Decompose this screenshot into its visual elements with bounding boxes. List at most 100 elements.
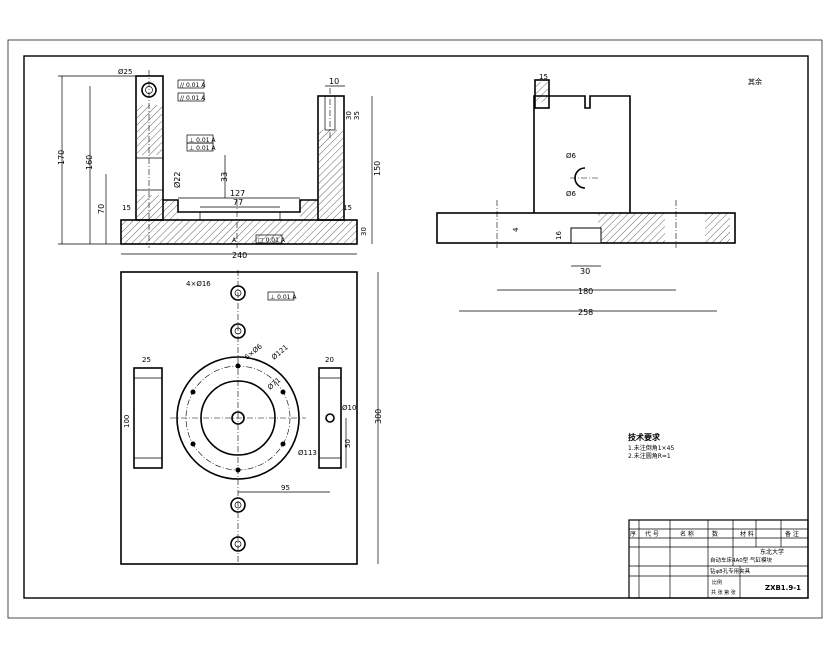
top-dim-holes: 4×Ø16 [186,280,211,288]
dim-top-hole: Ø25 [118,68,132,76]
top-dim-50: 50 [344,439,352,448]
dim-150: 150 [373,161,382,176]
side-slot [570,227,602,244]
plate-outline [120,271,358,565]
top-view: 4×Ø16 ⊥ 0.01 A 6×Ø6 Ø121 Ø71 Ø113 Ø10 25… [120,270,383,566]
hole-2 [230,323,246,339]
slot-insert [199,211,281,221]
hole-4 [230,536,246,552]
side-post [533,95,631,213]
tb-col-2: 代 号 [645,530,659,538]
side-base-hatch-2 [705,213,730,243]
tb-scale: 比例 [712,579,722,586]
tech-title: 技术要求 [628,432,661,442]
tb-col-5: 材 料 [740,530,754,538]
left-pad [133,367,163,469]
dim-33: 33 [220,172,229,182]
left-tower-hatch-1 [137,105,162,155]
top-dim-100: 100 [123,415,131,428]
side-tab-hatch [536,82,548,102]
datum-label: A [232,237,237,244]
pcd-hole-6 [190,389,196,395]
ring-outer [176,356,300,480]
top-dim-outer: Ø113 [298,449,317,457]
dim-30-hole: 30 [345,111,353,120]
tol-text-2: // 0.01 A [180,95,206,102]
left-tower-hatch-2 [137,195,162,219]
pcd-hole-3 [280,441,286,447]
tol-frame-2 [177,92,205,102]
side-dim-30: 30 [580,267,590,276]
slot-hatch-l [163,200,178,220]
tb-sub-name: 钻φ8孔专用夹具 [710,567,751,575]
top-tol-text: ⊥ 0.01 A [270,294,297,301]
top-dim-inner: Ø71 [266,376,282,391]
tech-line-2: 2.未注圆角R=1 [628,452,671,460]
side-view: 其余 15 Ø6 Ø6 4 16 30 180 258 [436,73,762,317]
tb-school: 东北大学 [760,548,784,556]
side-base-hatch [598,213,665,243]
pcd-hole-4 [235,467,241,473]
dim-77: 77 [233,198,243,207]
dim-10: 10 [329,77,339,86]
dim-160: 160 [85,155,94,170]
hole-1 [230,285,246,301]
slot-hatch-r [300,200,318,220]
frame-border [23,55,809,599]
tol-frame-1 [177,79,205,89]
side-dim-180: 180 [578,287,593,296]
ring-inner [200,380,276,456]
pcd-hole-1 [235,363,241,369]
tol-text-4: ⊥ 0.01 A [189,145,216,152]
tol-text-3: ⊥ 0.01 A [189,137,216,144]
tb-col-4: 数 [712,530,718,538]
tol-text-5: □ 0.01 A [258,237,286,244]
top-dim-95: 95 [281,484,290,492]
top-dim-20: 20 [325,356,334,364]
tb-sheet: 共 张 第 张 [711,589,736,596]
right-post-hatch [319,130,343,219]
dim-bore: Ø22 [172,172,182,188]
hole-3 [230,497,246,513]
tb-col-1: 序 [630,530,636,538]
base-hatch [121,220,357,244]
tech-line-1: 1.未注倒角1×45 [628,444,674,452]
top-tol-frame [267,291,295,301]
dim-15-right: 15 [343,204,352,212]
tb-drawing-code: ZXB1.9-1 [765,584,801,592]
pin-hole [325,413,335,423]
side-dim-15: 15 [539,73,548,81]
top-dim-25: 25 [142,356,151,364]
side-dim-4: 4 [512,227,520,232]
pcd-hole-2 [280,389,286,395]
left-tower [135,75,164,221]
tb-part-name: 自动车床4A0型 气缸模块 [710,556,773,564]
tech-requirements: 技术要求 1.未注倒角1×45 2.未注圆角R=1 [628,432,674,460]
side-dim-258: 258 [578,308,593,317]
dim-127: 127 [230,189,245,198]
top-dim-pin: Ø10 [342,404,356,412]
tol-frame-4 [186,142,214,152]
right-pad [318,367,342,469]
title-block: 序 代 号 名 称 数 材 料 备 注 东北大学 自动车床4A0型 气缸模块 钻… [628,519,809,599]
front-view: 170 160 70 33 Ø22 240 127 77 150 10 30 3… [57,68,382,260]
dim-35: 35 [353,111,361,120]
dim-30-base: 30 [360,227,368,236]
dim-70: 70 [97,204,106,214]
tb-col-3: 名 称 [680,530,694,538]
dim-15-left: 15 [122,204,131,212]
dim-170: 170 [57,150,66,165]
tb-col-6: 备 注 [785,530,799,538]
tol-text-1: // 0.01 A [180,82,206,89]
center-hole [231,411,245,425]
top-dim-300: 300 [374,409,383,424]
side-tab [534,79,550,109]
side-dim-hole-1: Ø6 [566,152,577,160]
pcd-hole-5 [190,441,196,447]
tol-frame-5 [255,234,283,244]
dim-240: 240 [232,251,247,260]
side-dim-hole-2: Ø6 [566,190,577,198]
trim-border [7,39,823,619]
